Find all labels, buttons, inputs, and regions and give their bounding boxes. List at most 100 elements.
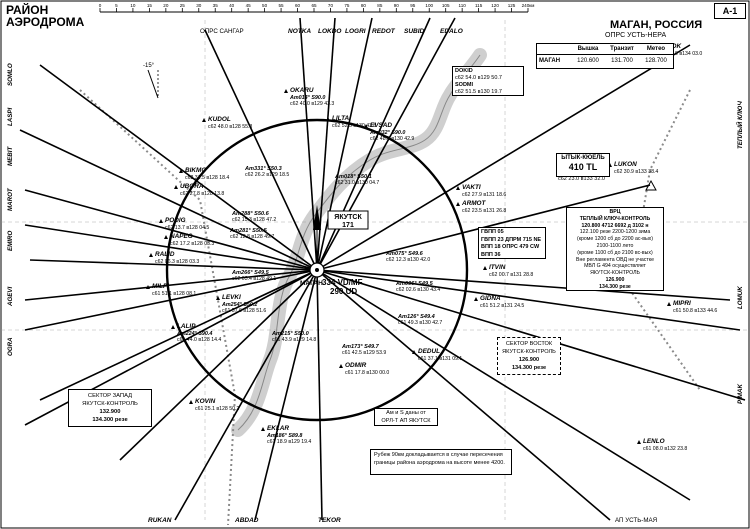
fix-radial: Am224° S90.4 (176, 331, 212, 337)
fix-name: UBORA (180, 183, 204, 190)
ring-fix-coordinates: c62 12.8 в128 49.7 (230, 234, 274, 240)
fix-coordinates: c61 50.8 в133 44.6 (673, 308, 717, 314)
fix-name: KOVIN (195, 398, 216, 405)
scale-label: 115 (475, 3, 483, 8)
airway-route-line (316, 269, 731, 301)
sector-west-control: ЯКУТСК-КОНТРОЛЬ (82, 401, 138, 407)
scale-label: 50 (262, 3, 268, 8)
fix-coordinates: c62 40.0 в129 43.3 (290, 101, 334, 107)
scale-label: 5 (115, 3, 118, 8)
frequency-table: Вышка Транзит Метео МАГАН 120.600 131.70… (536, 43, 674, 69)
side-fix-label: SOMLO (7, 63, 14, 86)
side-fix-label: LASPI (7, 107, 14, 126)
fix-coordinates: c61 17.8 в130 00.0 (345, 370, 389, 376)
scale-label: 25 (180, 3, 186, 8)
fix-triangle-icon (284, 89, 288, 93)
scale-label: 60 (295, 3, 301, 8)
side-fix-label: PIMAK (737, 384, 744, 404)
airway-route-line (316, 269, 611, 521)
scale-label: 80 (361, 3, 367, 8)
ring-fix-coordinates: c61 43.9 в129 14.8 (272, 337, 316, 343)
sector-east-box: СЕКТОР ВОСТОК ЯКУТСК-КОНТРОЛЬ 126.900 13… (497, 337, 561, 375)
ring-fix-coordinates: c62 15.3 в128 47.2 (232, 217, 276, 223)
airway-route-line (24, 189, 318, 271)
vor-line2: 290 UD (330, 287, 357, 296)
fix-coordinates: c61 44.0 в128 14.4 (177, 337, 221, 343)
fix-triangle-icon (326, 117, 330, 121)
ring-fix-coordinates: c62 12.3 в130 42.0 (386, 257, 430, 263)
fix-triangle-icon (216, 296, 220, 300)
fix-coordinates: c61 57.6 в128 51.6 (222, 308, 266, 314)
ring-fix-radial: Am288° S50.6 (231, 211, 270, 217)
vrc-note2: 2100-1100 лето (596, 242, 634, 249)
sector-east-title: СЕКТОР ВОСТОК (505, 341, 553, 347)
freq-meteo: 128.700 (645, 58, 667, 64)
scale-label: 65 (311, 3, 317, 8)
fix-triangle-icon (202, 118, 206, 122)
scale-label: 15 (147, 3, 153, 8)
vor-line1: 334 VD/MF (322, 278, 363, 287)
fix-coordinates: c61 08.0 в132 23.8 (643, 446, 687, 452)
scale-label: 85 (377, 3, 383, 8)
vrc-note5: МВЛ G 494 осуществляет (584, 263, 646, 270)
chart-title: РАЙОН АЭРОДРОМА (6, 4, 84, 28)
dokid-coord: c62 54.0 в129 50.7 (455, 75, 502, 81)
fix-triangle-icon (364, 124, 368, 128)
airway-route-line (316, 269, 741, 331)
fix-coordinates: c61 25.1 в128 50.2 (195, 406, 239, 412)
bottom-fix-label: TEKOR (318, 517, 341, 524)
ring-fix-coordinates: c62 02.6 в130 43.4 (396, 287, 440, 293)
vrc-control: ЯКУТСК-КОНТРОЛЬ (590, 270, 640, 277)
airport-box: ЯКУТСК 171 (327, 210, 369, 230)
fix-radial: Am186° S89.8 (266, 433, 302, 439)
corner-caption: ОПРС УСТЬ-НЕРА (605, 32, 667, 39)
scale-label: 20 (163, 3, 169, 8)
fix-coordinates: c62 17.2 в128 03.3 (170, 241, 214, 247)
freq-row-label: МАГАН (539, 58, 561, 64)
city-title: МАГАН, РОССИЯ (610, 19, 703, 31)
fix-coordinates: c62 48.0 в128 55.8 (208, 124, 252, 130)
river-bank (237, 54, 481, 431)
vrc-note3: (кроме 1100 сб до 2100 вс-вых) (577, 249, 653, 256)
scale-label: 110 (458, 3, 466, 8)
rwy-line1: ГВПП 05 (481, 229, 504, 235)
fix-triangle-icon (189, 400, 193, 404)
sector-east-freq: 126.900 (518, 357, 540, 363)
fix-name: ARMOT (461, 200, 487, 207)
fix-coordinates: c62 27.8 в128 13.8 (180, 191, 224, 197)
ring-fix-radial: Am331° S50.3 (244, 166, 283, 172)
airway-route-line (254, 269, 318, 521)
scale-label: 40 (229, 3, 235, 8)
scale-label: 100 (425, 3, 433, 8)
ndb-triangle-icon (645, 179, 657, 191)
fix-triangle-icon (637, 440, 641, 444)
fix-coordinates: c62 27.9 в131 18.6 (462, 192, 506, 198)
orl-note-box: Ам и S даны от ОРЛ-Т АП ЯКУТСК (374, 408, 438, 426)
fix-name: OKARU (290, 87, 314, 94)
dokid-sodmi-box: DOKID c62 54.0 в129 50.7 SODMI c62 51.5 … (452, 66, 524, 96)
airport-name: ЯКУТСК (334, 214, 362, 221)
vrc-box: ВРЦ ТЕПЛЫЙ КЛЮЧ-КОНТРОЛЬ 120.800 4712 66… (566, 207, 664, 291)
page-code: A-1 (714, 3, 746, 19)
sodmi-coord: c62 51.5 в130 19.7 (455, 89, 502, 95)
fix-radial: Am254° S50.2 (221, 302, 257, 308)
freq-transit: 131.700 (611, 58, 633, 64)
vrc-note1: (кроме 1200 сб до 2200 ас-вых) (577, 236, 653, 243)
airway-route-line (19, 129, 318, 271)
fix-triangle-icon (339, 364, 343, 368)
bottom-caption: АП УСТЬ-МАЯ (615, 517, 657, 524)
fix-name: KUDOL (208, 116, 231, 123)
airway-route-line (316, 269, 691, 501)
top-fix-label: LOGRI (345, 28, 366, 35)
vrc-freq2: 122.100 резе 2200-1200 зима (579, 229, 651, 236)
scale-label: 95 (410, 3, 416, 8)
side-fix-label: EMIRO (7, 231, 14, 251)
fix-triangle-icon (456, 202, 460, 206)
ndb-box: ЫТЫК-КЮЕЛЬ 410 TL (556, 153, 610, 177)
fix-name: MIPRI (673, 300, 691, 307)
fix-triangle-icon (159, 219, 163, 223)
fix-name: VAKTI (462, 184, 481, 191)
airway-route-line (316, 17, 373, 271)
